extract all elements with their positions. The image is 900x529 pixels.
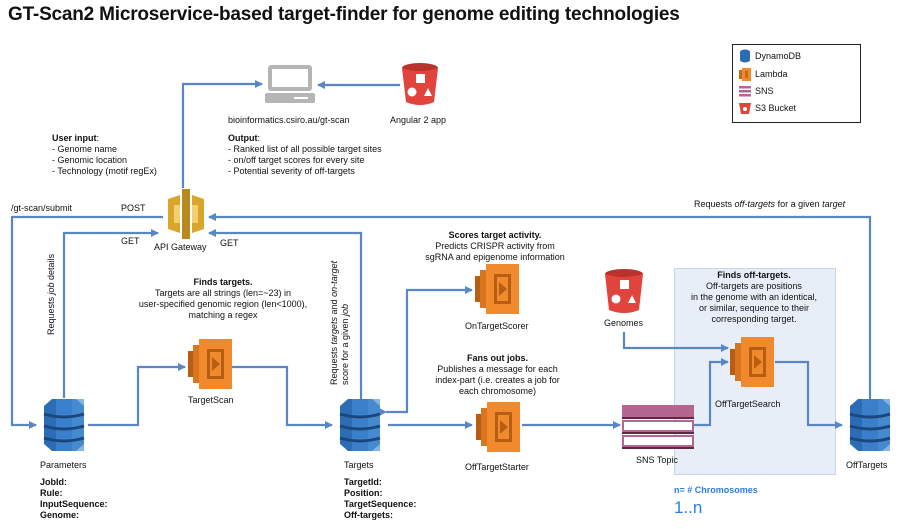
legend: DynamoDB Lambda SNS S3 Bucket <box>732 44 861 123</box>
node-angular-app <box>401 62 439 111</box>
wire-targets-get <box>208 229 363 400</box>
wire-gateway-to-web <box>181 80 263 188</box>
dynamodb-icon <box>849 399 891 451</box>
note-scores-target: Scores target activity. Predicts CRISPR … <box>425 230 565 262</box>
get-right-label: GET <box>220 238 239 248</box>
targets-fields: TargetId: Position: TargetSequence: Off-… <box>344 477 417 520</box>
wire-submit-in <box>10 400 37 429</box>
parameters-fields: JobId: Rule: InputSequence: Genome: <box>40 477 108 520</box>
dynamodb-icon <box>43 399 85 451</box>
get-left-label: GET <box>121 236 140 246</box>
chromosomes-range: 1..n <box>674 498 703 517</box>
offtargets-label: OffTargets <box>846 460 888 470</box>
genomes-label: Genomes <box>604 318 644 328</box>
lambda-icon <box>739 68 751 81</box>
note-user-input: User input: - Genome name - Genomic loca… <box>52 133 157 176</box>
dynamodb-icon <box>740 49 750 63</box>
wire-sns-offsearch <box>694 358 729 427</box>
wire-params-to-targetscan <box>88 363 186 427</box>
api-gateway-label: API Gateway <box>154 242 207 252</box>
requests-job-details-label: Requests job details <box>46 253 56 335</box>
node-offtargetsearch <box>730 335 774 394</box>
targets-label: Targets <box>344 460 374 470</box>
wire-offsearch-offtargets <box>775 360 843 429</box>
requests-targets-label: Requests targets and on-target score for… <box>329 260 350 385</box>
node-offtargets <box>846 398 894 457</box>
chromosomes-caption: n= # Chromosomes <box>674 485 758 495</box>
note-finds-targets: Finds targets. Targets are all strings (… <box>138 277 308 320</box>
dynamodb-icon <box>339 399 381 451</box>
node-ontargetscorer <box>475 262 519 321</box>
wire-genomes-offsearch <box>622 332 729 352</box>
parameters-label: Parameters <box>40 460 87 470</box>
ontargetscorer-label: OnTargetScorer <box>465 321 529 331</box>
post-label: POST <box>121 203 146 213</box>
lambda-icon <box>476 402 520 452</box>
wire-submit-post <box>10 215 163 400</box>
node-web-app <box>264 64 316 109</box>
node-api-gateway <box>164 189 208 244</box>
node-targetscan <box>188 337 232 396</box>
sns-icon <box>622 405 694 449</box>
note-output: Output: - Ranked list of all possible ta… <box>228 133 382 176</box>
wire-targets-ontarget <box>379 286 473 416</box>
node-genomes <box>604 268 644 319</box>
api-gateway-icon <box>168 189 204 239</box>
offtargetsearch-label: OffTargetSearch <box>715 399 781 409</box>
lambda-icon <box>730 337 774 387</box>
sns-topic-label: SNS Topic <box>636 455 678 465</box>
legend-item-dynamodb: DynamoDB <box>739 48 801 64</box>
node-targets <box>336 398 384 457</box>
s3-bucket-icon <box>402 63 438 105</box>
sns-icon <box>739 86 751 97</box>
offtargetstarter-label: OffTargetStarter <box>465 462 529 472</box>
web-app-label: bioinformatics.csiro.au/gt-scan <box>228 115 350 125</box>
diagram-title: GT-Scan2 Microservice-based target-finde… <box>8 4 680 25</box>
requests-offtargets-label: Requests off-targets for a given target <box>694 199 846 209</box>
angular-app-label: Angular 2 app <box>390 115 447 125</box>
note-fans-out: Fans out jobs. Publishes a message for e… <box>435 353 560 396</box>
lambda-icon <box>188 339 232 389</box>
lambda-icon <box>475 264 519 314</box>
targetscan-label: TargetScan <box>188 395 234 405</box>
node-offtargetstarter <box>476 400 520 459</box>
node-parameters <box>40 398 88 457</box>
wire-params-get <box>62 229 159 398</box>
s3-bucket-icon <box>605 269 643 313</box>
legend-item-sns: SNS <box>739 83 774 99</box>
s3-bucket-icon <box>739 103 751 114</box>
note-finds-offtargets: Finds off-targets. Off-targets are posit… <box>690 270 818 324</box>
legend-item-s3: S3 Bucket <box>739 100 796 116</box>
legend-item-lambda: Lambda <box>739 66 788 82</box>
submit-path-label: /gt-scan/submit <box>11 203 73 213</box>
computer-icon <box>265 65 315 103</box>
wire-offtargets-gateway <box>208 213 872 400</box>
wire-targetscan-to-targets <box>232 365 333 429</box>
node-sns-topic <box>622 405 694 454</box>
